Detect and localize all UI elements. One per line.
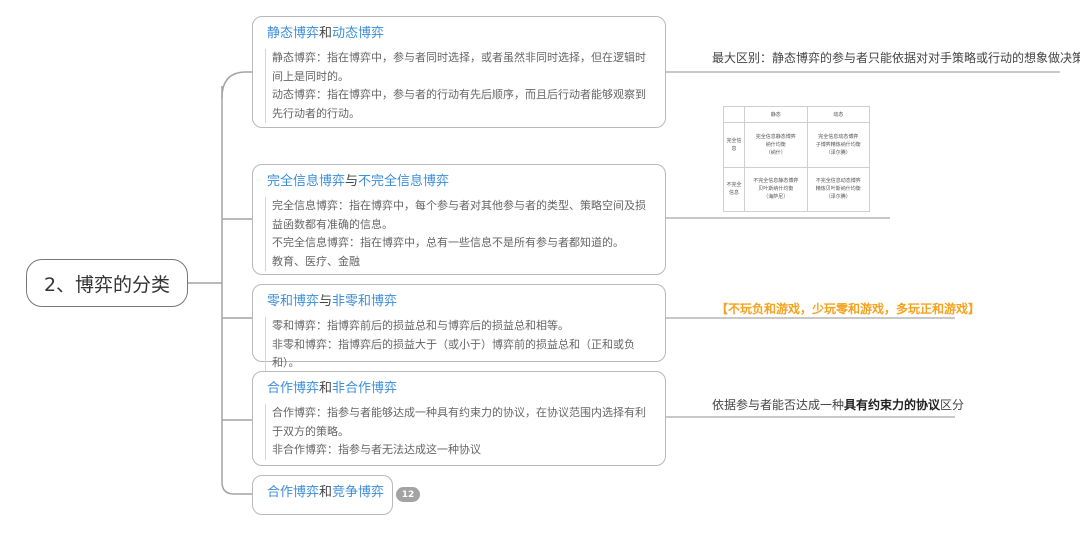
root-label: 2、博弈的分类 bbox=[43, 273, 171, 296]
example-line: 教育、医疗、金融 bbox=[272, 254, 360, 268]
branch-title-term-a: 零和博弈 bbox=[267, 294, 320, 309]
note-cooperative-criterion: 依据参与者能否达成一种具有约束力的协议区分 bbox=[712, 396, 964, 413]
branch-complete-incomplete-info[interactable]: 完全信息博弈与不完全信息博弈 完全信息博弈：指在博弈中，每个参与者对其他参与者的… bbox=[252, 164, 666, 275]
branch-title-term-a: 完全信息博弈 bbox=[267, 174, 346, 189]
definition-line: 零和博弈：指博弈前后的损益总和与博弈后的损益总和相等。 bbox=[272, 319, 569, 332]
branch-title: 零和博弈与非零和博弈 bbox=[267, 293, 651, 311]
note-text: 最大区别：静态博弈的参与者只能依据对对手策略或行动的想象做决策 bbox=[712, 51, 1080, 65]
table-header-row: 静态 动态 bbox=[723, 105, 870, 124]
branch-title-term-b: 非合作博弈 bbox=[332, 381, 398, 396]
branch-body: 静态博弈：指在博弈中，参与者同时选择，或者虽然非同时选择，但在逻辑时间上是同时的… bbox=[265, 49, 651, 123]
branch-title-term-b: 非零和博弈 bbox=[332, 294, 398, 309]
table-cell: 不完全信息 bbox=[723, 166, 745, 212]
branch-title: 合作博弈和非合作博弈 bbox=[267, 380, 651, 398]
table-row: 不完全信息 不完全信息静态博弈 贝叶斯纳什均衡 （海萨尼） 不完全信息动态博弈 … bbox=[723, 166, 870, 212]
branch-body: 合作博弈：指参与者能够达成一种具有约束力的协议，在协议范围内选择有利于双方的策略… bbox=[265, 404, 651, 460]
branch-title-term-b: 动态博弈 bbox=[332, 26, 385, 41]
branch-title-term-a: 合作博弈 bbox=[267, 381, 320, 396]
info-game-table: 静态 动态 完全信息 完全信息静态博弈 纳什均衡 （纳什） 完全信息动态博弈 子… bbox=[723, 105, 870, 212]
branch-zero-sum[interactable]: 零和博弈与非零和博弈 零和博弈：指博弈前后的损益总和与博弈后的损益总和相等。 非… bbox=[252, 284, 666, 373]
table-cell: 动态 bbox=[806, 105, 870, 124]
branch-title-term-a: 静态博弈 bbox=[267, 26, 320, 41]
badge-count: 12 bbox=[401, 489, 415, 500]
table-cell: 不完全信息静态博弈 贝叶斯纳什均衡 （海萨尼） bbox=[744, 166, 808, 212]
branch-title-joiner: 和 bbox=[319, 485, 333, 500]
note-text-emphasis: 具有约束力的协议 bbox=[844, 398, 941, 412]
note-static-difference: 最大区别：静态博弈的参与者只能依据对对手策略或行动的想象做决策 bbox=[712, 49, 1080, 66]
branch-title: 静态博弈和动态博弈 bbox=[267, 25, 651, 43]
table-cell: 完全信息 bbox=[723, 122, 745, 168]
branch-title-joiner: 和 bbox=[319, 26, 333, 41]
table-cell: 完全信息动态博弈 子博弈精炼纳什均衡 （泽尔腾） bbox=[806, 122, 870, 168]
definition-line: 非合作博弈：指参与者无法达成这一种协议 bbox=[272, 443, 481, 456]
definition-line: 非零和博弈：指博弈后的损益大于（或小于）博弈前的损益总和（正和或负和）。 bbox=[272, 337, 635, 370]
table-row: 完全信息 完全信息静态博弈 纳什均衡 （纳什） 完全信息动态博弈 子博弈精炼纳什… bbox=[723, 122, 870, 168]
table-cell: 完全信息静态博弈 纳什均衡 （纳什） bbox=[744, 122, 808, 168]
branch-static-dynamic[interactable]: 静态博弈和动态博弈 静态博弈：指在博弈中，参与者同时选择，或者虽然非同时选择，但… bbox=[252, 16, 666, 128]
branch-title-term-a: 合作博弈 bbox=[267, 485, 320, 500]
branch-title: 合作博弈和竞争博弈 bbox=[267, 484, 384, 502]
branch-body: 完全信息博弈：指在博弈中，每个参与者对其他参与者的类型、策略空间及损益函数都有准… bbox=[265, 197, 651, 271]
branch-title-term-b: 不完全信息博弈 bbox=[358, 174, 450, 189]
collapsed-children-badge[interactable]: 12 bbox=[396, 487, 420, 502]
definition-line: 静态博弈：指在博弈中，参与者同时选择，或者虽然非同时选择，但在逻辑时间上是同时的… bbox=[272, 51, 646, 83]
branch-title-term-b: 竞争博弈 bbox=[332, 485, 385, 500]
definition-line: 不完全信息博弈：指在博弈中，总有一些信息不是所有参与者都知道的。 bbox=[272, 236, 624, 249]
branch-body: 零和博弈：指博弈前后的损益总和与博弈后的损益总和相等。 非零和博弈：指博弈后的损… bbox=[265, 317, 651, 373]
branch-title: 完全信息博弈与不完全信息博弈 bbox=[267, 173, 651, 191]
branch-title-joiner: 和 bbox=[319, 381, 333, 396]
note-text: 【不玩负和游戏，少玩零和游戏，多玩正和游戏】 bbox=[716, 302, 981, 316]
table-cell bbox=[723, 105, 745, 124]
table-cell: 不完全信息动态博弈 精炼贝叶斯纳什均衡 （泽尔腾） bbox=[806, 166, 870, 212]
definition-line: 动态博弈：指在博弈中，参与者的行动有先后顺序，而且后行动者能够观察到先行动者的行… bbox=[272, 88, 646, 120]
branch-title-joiner: 与 bbox=[319, 294, 333, 309]
root-topic[interactable]: 2、博弈的分类 bbox=[26, 259, 188, 307]
branch-cooperative-competitive[interactable]: 合作博弈和竞争博弈 bbox=[252, 475, 393, 515]
table-cell: 静态 bbox=[744, 105, 808, 124]
definition-line: 合作博弈：指参与者能够达成一种具有约束力的协议，在协议范围内选择有利于双方的策略… bbox=[272, 406, 646, 438]
note-text-suffix: 区分 bbox=[940, 398, 965, 412]
note-zero-sum-advice: 【不玩负和游戏，少玩零和游戏，多玩正和游戏】 bbox=[716, 300, 980, 317]
note-text-prefix: 依据参与者能否达成一种 bbox=[712, 398, 845, 412]
branch-cooperative[interactable]: 合作博弈和非合作博弈 合作博弈：指参与者能够达成一种具有约束力的协议，在协议范围… bbox=[252, 371, 666, 466]
definition-line: 完全信息博弈：指在博弈中，每个参与者对其他参与者的类型、策略空间及损益函数都有准… bbox=[272, 199, 646, 231]
branch-title-joiner: 与 bbox=[345, 174, 359, 189]
